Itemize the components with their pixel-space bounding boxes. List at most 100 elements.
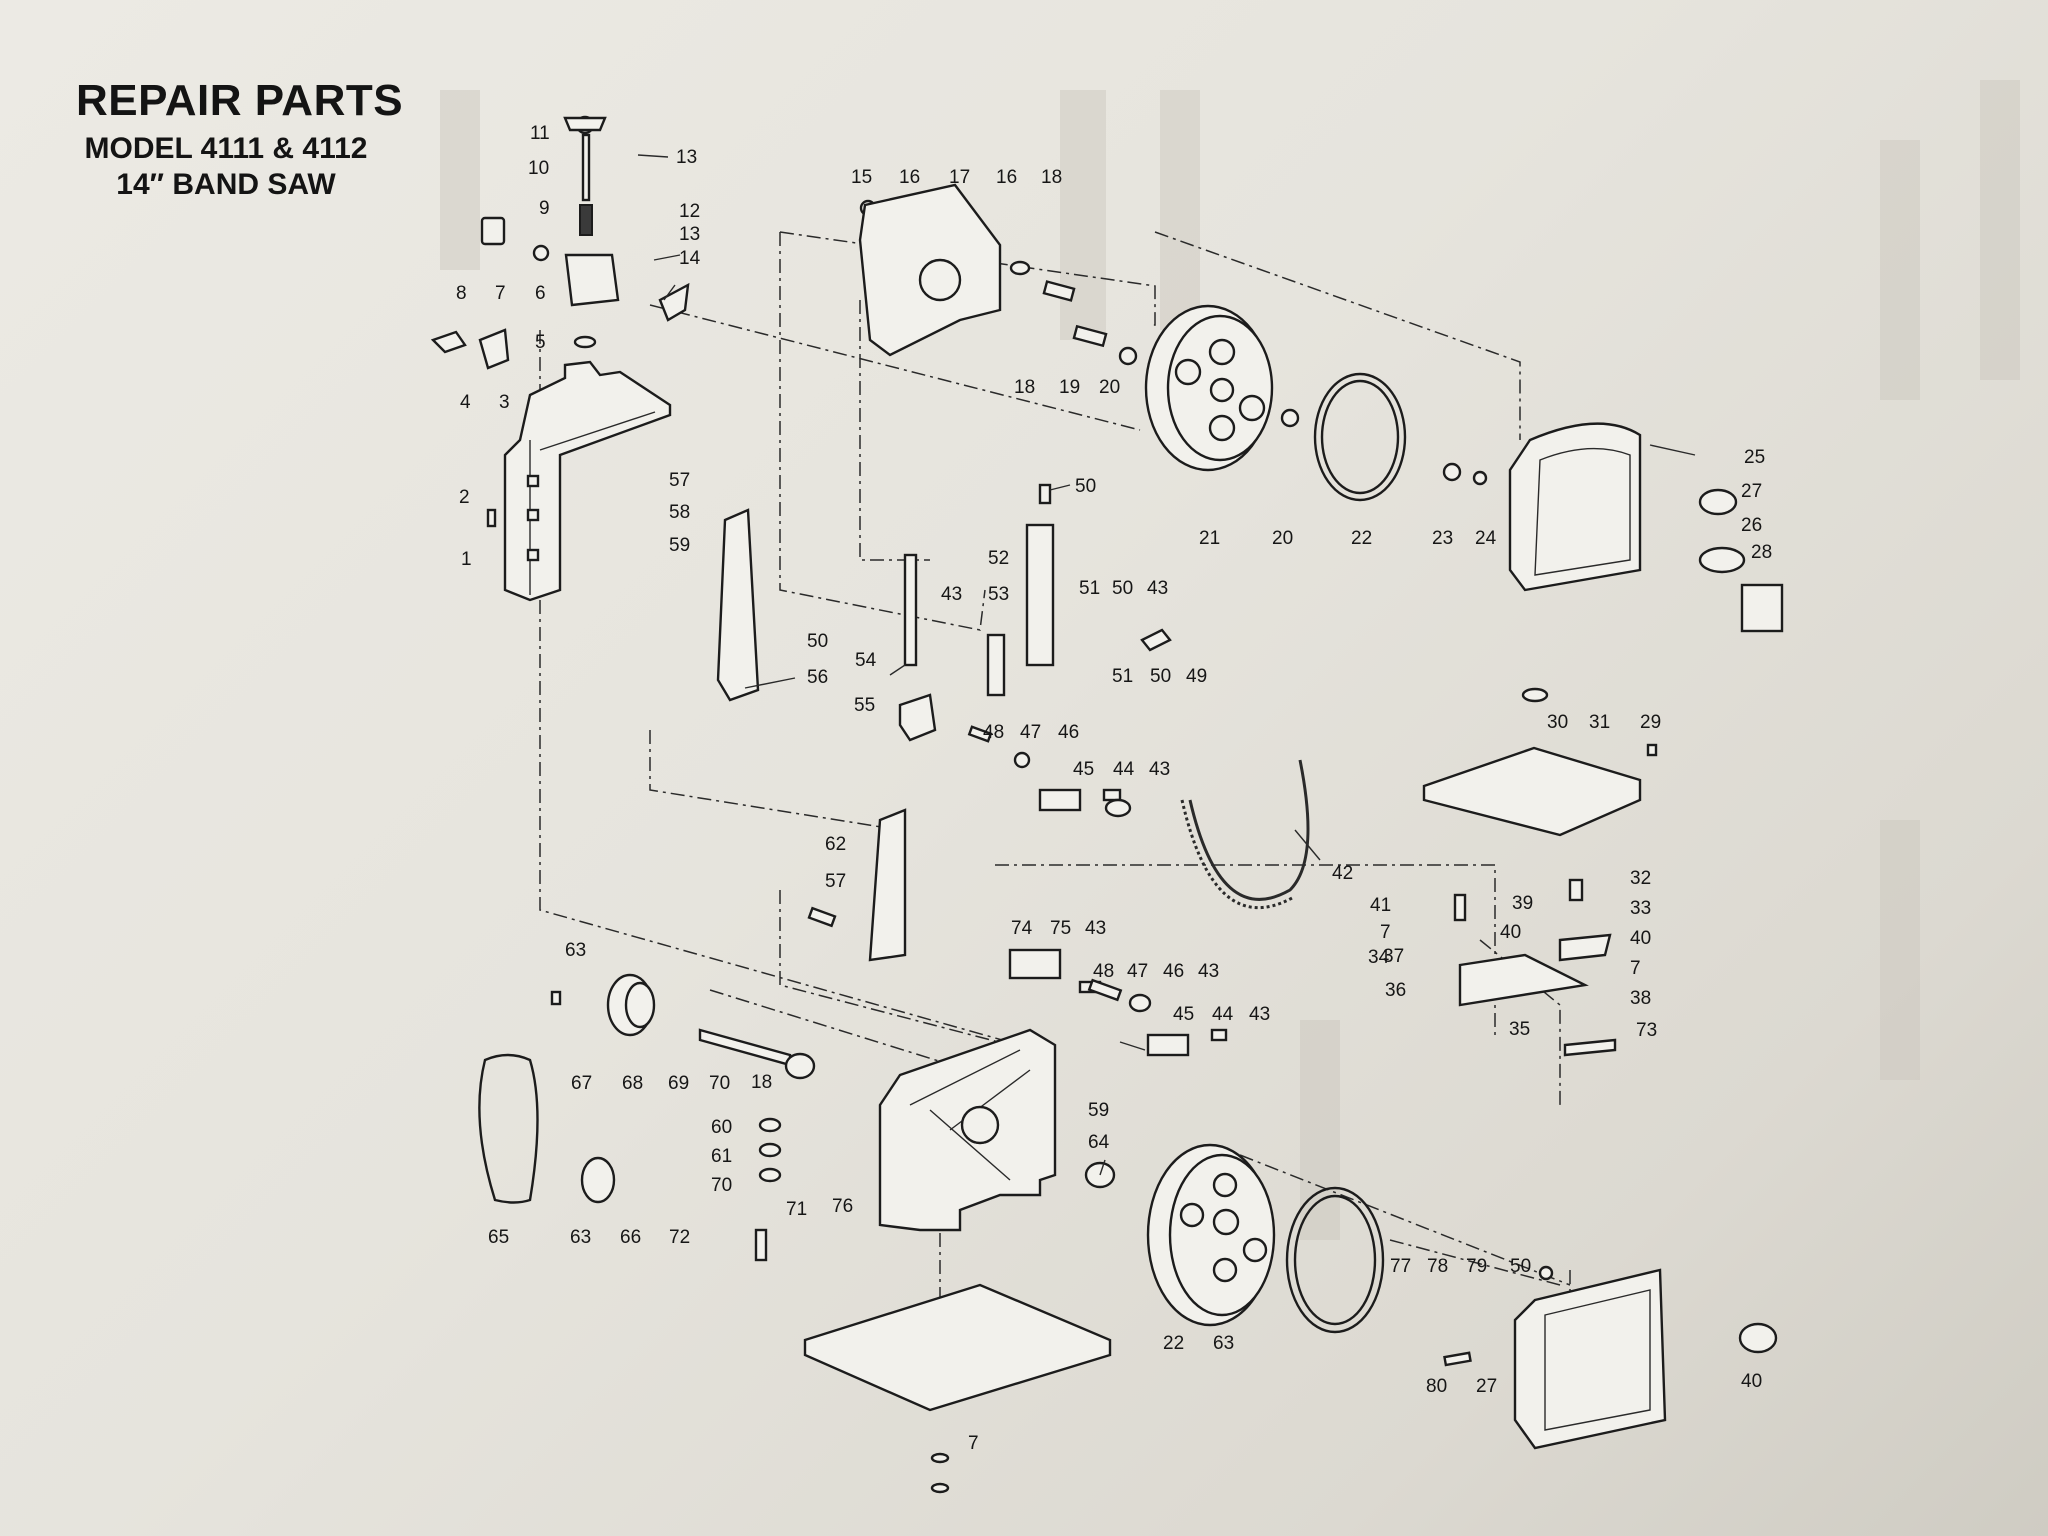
callout: 51 [1112,666,1133,687]
callout: 53 [988,584,1009,605]
callout: 27 [1741,481,1762,502]
callout: 48 [1093,961,1114,982]
saw-table [1422,687,1658,1057]
callout: 67 [571,1073,592,1094]
callout: 24 [1475,528,1497,549]
bleed-through-text [440,80,2020,1240]
callout: 13 [676,147,697,168]
callout: 73 [1636,1020,1657,1041]
leader-lines [637,154,1696,1176]
callout: 50 [1112,578,1133,599]
product-subtitle: 14″ BAND SAW [116,168,336,201]
callout: 7 [495,283,506,304]
callout: 54 [855,650,877,671]
callout: 6 [535,283,546,304]
callout: 43 [941,584,962,605]
callout: 69 [668,1073,689,1094]
callout: 63 [565,940,586,961]
callout: 50 [1150,666,1171,687]
callout: 50 [1510,1256,1531,1277]
upper-arm-frame [503,360,672,602]
callout: 63 [1213,1333,1234,1354]
callout: 43 [1149,759,1170,780]
callout: 7 [968,1433,979,1454]
callout: 35 [1509,1019,1530,1040]
callout: 21 [1199,528,1220,549]
callout: 64 [1088,1132,1110,1153]
callout: 40 [1741,1371,1762,1392]
callout: 44 [1113,759,1135,780]
callout: 1 [461,549,472,570]
callout: 11 [530,123,550,144]
callout: 18 [1041,167,1062,188]
callout: 4 [460,392,471,413]
callout: 79 [1466,1256,1487,1277]
upper-wheel-cover-inner [858,183,1138,366]
callout: 16 [899,167,920,188]
callout: 36 [1385,980,1406,1001]
callout: 66 [620,1227,641,1248]
callout: 32 [1630,868,1651,889]
callout: 41 [1370,895,1391,916]
callout: 2 [459,487,470,508]
callout: 31 [1589,712,1610,733]
callout: 26 [1741,515,1762,536]
callout: 59 [1088,1100,1109,1121]
callout: 75 [1050,918,1071,939]
callout: 70 [709,1073,730,1094]
callout: 63 [570,1227,591,1248]
page-title: REPAIR PARTS [76,76,404,125]
callout: 13 [679,224,700,245]
callout: 30 [1547,712,1568,733]
callout: 37 [1383,946,1404,967]
lower-guide-assembly [1008,948,1228,1057]
assembly-lines [539,231,1571,1430]
callout: 14 [679,248,701,269]
callout: 51 [1079,578,1100,599]
model-subtitle: MODEL 4111 & 4112 [84,132,368,165]
callout: 57 [825,871,846,892]
callout: 23 [1432,528,1453,549]
callout: 38 [1630,988,1651,1009]
lower-wheel [1146,1143,1385,1334]
callout: 40 [1630,928,1651,949]
lower-wheel-cover [1443,1265,1778,1450]
callout: 7 [1380,922,1391,943]
lower-frame-casting [878,1028,1057,1232]
guide-post-bracket [807,808,907,962]
upper-wheel [1144,304,1488,502]
callout: 77 [1390,1256,1411,1277]
callout: 78 [1427,1256,1448,1277]
callout: 43 [1085,918,1106,939]
callout: 72 [669,1227,690,1248]
callout: 50 [807,631,828,652]
callout: 15 [851,167,872,188]
callout: 22 [1351,528,1372,549]
callout: 62 [825,834,846,855]
callout: 8 [456,283,467,304]
callout: 16 [996,167,1017,188]
callout: 42 [1332,863,1353,884]
upper-wheel-cover [1508,422,1784,633]
callout: 49 [1186,666,1207,687]
callout: 43 [1249,1004,1270,1025]
callout: 43 [1198,961,1219,982]
callout: 34 [1368,947,1390,968]
callout: 22 [1163,1333,1184,1354]
callout: 76 [832,1196,853,1217]
callout: 45 [1073,759,1094,780]
callout: 71 [786,1199,807,1220]
callout: 12 [679,201,700,222]
callout: 9 [539,198,550,219]
callout: 80 [1426,1376,1447,1397]
callout: 48 [983,722,1004,743]
callout: 43 [1147,578,1168,599]
callout: 70 [711,1175,732,1196]
base-plate [803,1283,1112,1494]
upper-guide-assembly [716,483,1172,818]
blade [1180,759,1310,910]
blade-guard-post [430,115,690,528]
callout: 19 [1059,377,1080,398]
motor-pulley-set [478,973,1116,1262]
